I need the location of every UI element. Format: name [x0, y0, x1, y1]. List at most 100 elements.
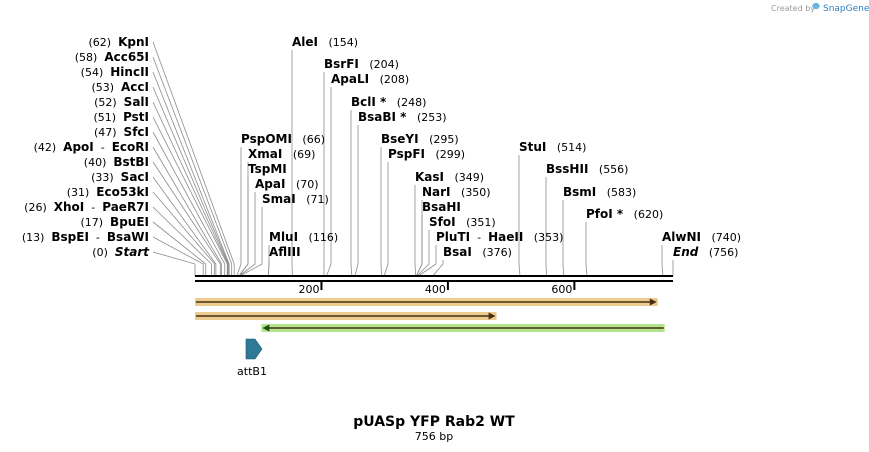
site-position: (253)	[406, 111, 446, 124]
cut-line-bsai	[432, 260, 444, 277]
enzyme-label-smai[interactable]: SmaI (71)	[262, 192, 329, 206]
enzyme-name: AflIII	[269, 245, 301, 259]
cut-line-xmai	[238, 162, 249, 277]
enzyme-label-bseyi[interactable]: BseYI (295)	[381, 132, 459, 146]
enzyme-label-bstbi[interactable]: (40) BstBI	[84, 155, 149, 169]
enzyme-label-pfoi[interactable]: PfoI * (620)	[586, 207, 663, 221]
svg-text:SfoI (351): SfoI (351)	[429, 215, 496, 229]
enzyme-label-acc65i[interactable]: (58) Acc65I	[75, 50, 149, 64]
enzyme-label-bspei[interactable]: (13) BspEI - BsaWI	[22, 230, 149, 244]
enzyme-label-apali[interactable]: ApaLI (208)	[331, 72, 409, 86]
feature-arrow-reverse[interactable]	[261, 324, 665, 332]
enzyme-label-sfci[interactable]: (47) SfcI	[94, 125, 149, 139]
enzyme-label-apoi[interactable]: (42) ApoI - EcoRI	[34, 140, 149, 154]
enzyme-label-pluti[interactable]: PluTI - HaeII (353)	[436, 230, 563, 244]
site-position: (26)	[24, 201, 54, 214]
site-position: (154)	[318, 36, 358, 49]
enzyme-name: SfoI	[429, 215, 456, 229]
site-position: (42)	[34, 141, 64, 154]
enzyme-name: BclI *	[351, 95, 387, 109]
enzyme-label-pspfi[interactable]: PspFI (299)	[388, 147, 465, 161]
enzyme-label-bsahi[interactable]: BsaHI	[422, 200, 461, 214]
enzyme-name: XhoI	[54, 200, 85, 214]
feature-arrow-forward[interactable]	[195, 298, 658, 306]
attb1-arrow[interactable]	[245, 338, 263, 360]
svg-text:(53) AccI: (53) AccI	[91, 80, 149, 94]
enzyme-label-nari[interactable]: NarI (350)	[422, 185, 491, 199]
site-position: (248)	[386, 96, 426, 109]
enzyme-label-xhoi[interactable]: (26) XhoI - PaeR7I	[24, 200, 149, 214]
enzyme-name: Start	[115, 245, 150, 259]
cut-line-tspmi	[238, 177, 249, 277]
enzyme-name: SmaI	[262, 192, 296, 206]
site-position: (295)	[419, 133, 459, 146]
enzyme-label-start[interactable]: (0) Start	[92, 245, 150, 259]
snapgene-logo-icon	[812, 3, 820, 9]
enzyme-label-bsmi[interactable]: BsmI (583)	[563, 185, 636, 199]
site-position: (116)	[298, 231, 338, 244]
cut-line-bstbi	[152, 161, 221, 276]
site-position: (0)	[92, 246, 115, 259]
enzyme-label-end[interactable]: End (756)	[673, 245, 738, 259]
enzyme-label-hincii[interactable]: (54) HincII	[81, 65, 149, 79]
cut-line-acc65i	[152, 56, 233, 276]
svg-text:(62) KpnI: (62) KpnI	[89, 35, 149, 49]
svg-text:PluTI - HaeII (353): PluTI - HaeII (353)	[436, 230, 563, 244]
svg-text:End (756): End (756)	[673, 245, 738, 259]
enzyme-label-bcli[interactable]: BclI * (248)	[351, 95, 426, 109]
site-position: (350)	[451, 186, 491, 199]
enzyme-label-bsrfi[interactable]: BsrFI (204)	[324, 57, 399, 71]
svg-text:(47) SfcI: (47) SfcI	[94, 125, 149, 139]
site-separator: -	[84, 201, 102, 214]
feature-arrow-forward[interactable]	[195, 312, 497, 320]
enzyme-label-xmai[interactable]: XmaI (69)	[248, 147, 315, 161]
cut-line-start	[152, 251, 196, 276]
enzyme-label-apai[interactable]: ApaI (70)	[255, 177, 319, 191]
enzyme-label-alwni[interactable]: AlwNI (740)	[662, 230, 741, 244]
enzyme-label-alei[interactable]: AleI (154)	[292, 35, 358, 49]
enzyme-label-bsai[interactable]: BsaI (376)	[443, 245, 512, 259]
enzyme-label-kpni[interactable]: (62) KpnI	[89, 35, 149, 49]
plasmid-length: 756 bp	[415, 430, 453, 443]
enzyme-label-saci[interactable]: (33) SacI	[91, 170, 149, 184]
svg-text:ApaI (70): ApaI (70)	[255, 177, 319, 191]
site-position: (17)	[80, 216, 110, 229]
attb1-feature[interactable]: attB1	[237, 338, 267, 378]
enzyme-label-afliii[interactable]: AflIII	[269, 245, 301, 259]
enzyme-label-acci[interactable]: (53) AccI	[91, 80, 149, 94]
enzyme-label-psti[interactable]: (51) PstI	[93, 110, 149, 124]
cut-line-apoi	[152, 146, 222, 276]
enzyme-name: StuI	[519, 140, 546, 154]
enzyme-name: PspOMI	[241, 132, 292, 146]
svg-text:AleI (154): AleI (154)	[292, 35, 358, 49]
credit-brand: SnapGene	[823, 4, 869, 14]
enzyme-label-kasi[interactable]: KasI (349)	[415, 170, 484, 184]
enzyme-name: Acc65I	[104, 50, 149, 64]
enzyme-name: NarI	[422, 185, 451, 199]
svg-text:SmaI (71): SmaI (71)	[262, 192, 329, 206]
enzyme-label-sfoi[interactable]: SfoI (351)	[429, 215, 496, 229]
enzyme-label-bsabi[interactable]: BsaBI * (253)	[358, 110, 447, 124]
enzyme-name: BsaHI	[422, 200, 461, 214]
enzyme-label-tspmi[interactable]: TspMI	[248, 162, 287, 176]
enzyme-label-bsshii[interactable]: BssHII (556)	[546, 162, 628, 176]
svg-text:BsaBI * (253): BsaBI * (253)	[358, 110, 447, 124]
cut-line-smai	[239, 207, 263, 277]
svg-text:BsaHI: BsaHI	[422, 200, 461, 214]
svg-text:(17) BpuEI: (17) BpuEI	[80, 215, 149, 229]
site-position: (620)	[623, 208, 663, 221]
enzyme-label-eco53ki[interactable]: (31) Eco53kI	[67, 185, 149, 199]
enzyme-label-mlui[interactable]: MluI (116)	[269, 230, 338, 244]
cut-line-xhoi	[152, 206, 212, 276]
svg-text:(51) PstI: (51) PstI	[93, 110, 149, 124]
cut-site-lines	[152, 41, 674, 277]
enzyme-label-bpuei[interactable]: (17) BpuEI	[80, 215, 149, 229]
site-position: (556)	[588, 163, 628, 176]
svg-text:AflIII: AflIII	[269, 245, 301, 259]
enzyme-label-pspomi[interactable]: PspOMI (66)	[241, 132, 325, 146]
site-position: (740)	[701, 231, 741, 244]
svg-text:PspFI (299): PspFI (299)	[388, 147, 465, 161]
enzyme-label-sali[interactable]: (52) SalI	[94, 95, 149, 109]
enzyme-label-stui[interactable]: StuI (514)	[519, 140, 586, 154]
